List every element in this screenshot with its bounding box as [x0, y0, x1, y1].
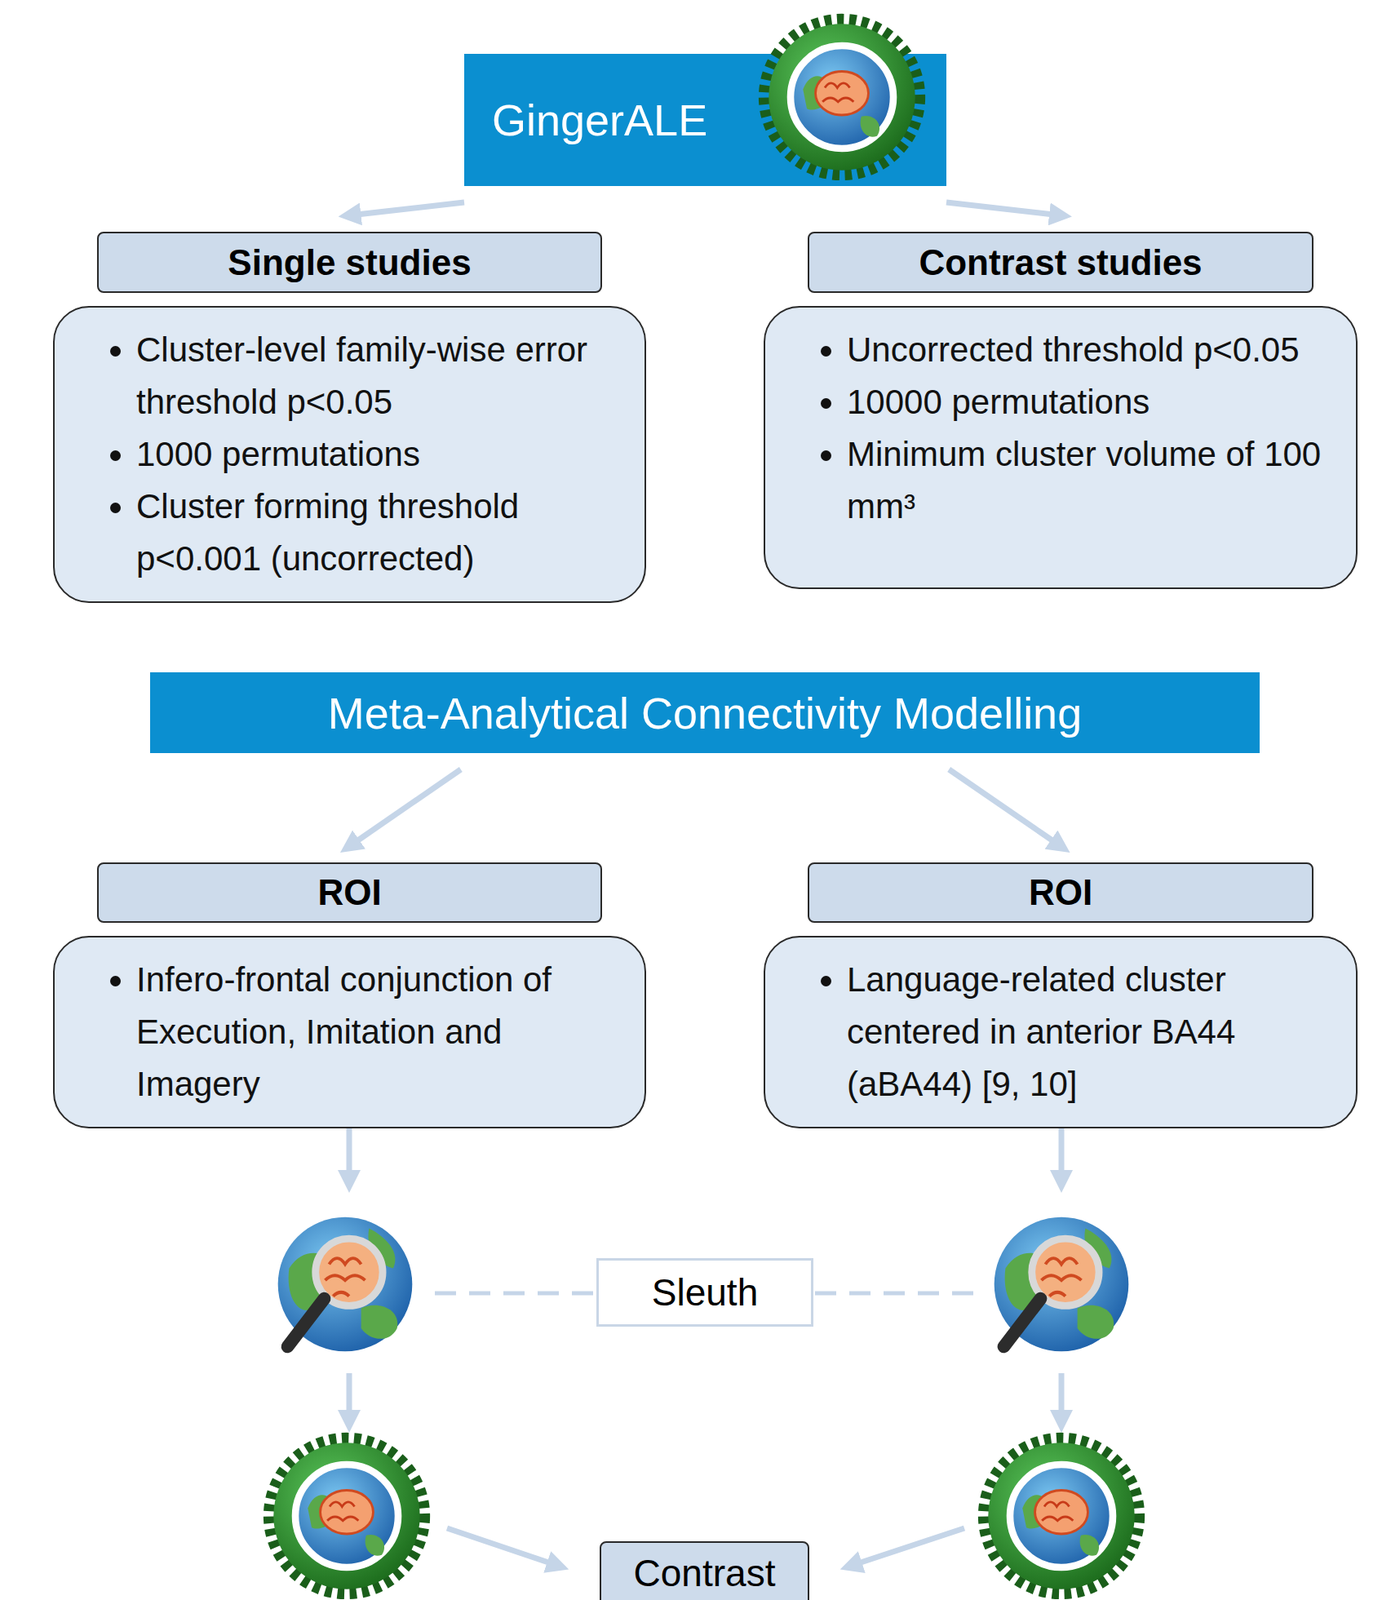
sleuth-icon — [994, 1217, 1130, 1352]
bullet-text: Cluster-level family-wise error threshol… — [136, 323, 621, 429]
node-label: GingerALE — [491, 94, 947, 146]
dashed-link — [434, 1291, 595, 1296]
bullet-list: Uncorrected threshold p<0.0510000 permut… — [765, 323, 1332, 533]
bullet-text: Language-related cluster centered in ant… — [846, 953, 1332, 1111]
bullet-text: Cluster forming threshold p<0.001 (uncor… — [136, 480, 621, 585]
gingerale-icon — [269, 1438, 426, 1595]
node-label: Single studies — [98, 242, 601, 284]
section-header: Single studies — [97, 231, 603, 293]
dashed-link — [815, 1291, 975, 1296]
sleuth-box: Sleuth — [596, 1258, 814, 1327]
gingerale-icon — [983, 1438, 1140, 1595]
node-label: Meta-Analytical Connectivity Modelling — [150, 687, 1260, 739]
tool-band: GingerALE — [464, 53, 947, 187]
flow-arrow — [1058, 1124, 1065, 1182]
sleuth-icon — [278, 1217, 413, 1352]
method-band: Meta-Analytical Connectivity Modelling — [150, 672, 1260, 754]
flow-arrow — [946, 202, 1061, 216]
section-header: Contrast studies — [807, 231, 1314, 293]
node-label: Contrast — [601, 1550, 808, 1595]
settings-box: Cluster-level family-wise error threshol… — [53, 305, 647, 603]
bullet-text: Minimum cluster volume of 100 mm³ — [846, 428, 1332, 533]
bullet-text: Infero-frontal conjunction of Execution,… — [136, 953, 621, 1111]
settings-box: Uncorrected threshold p<0.0510000 permut… — [763, 305, 1358, 590]
flow-arrow — [346, 1124, 353, 1182]
roi-header: ROI — [807, 862, 1314, 923]
bullet-list: Cluster-level family-wise error threshol… — [54, 323, 621, 585]
gingerale-icon — [756, 11, 928, 183]
bullet-list: Language-related cluster centered in ant… — [765, 953, 1332, 1111]
node-label: Sleuth — [598, 1270, 811, 1315]
flow-arrow — [850, 1528, 965, 1566]
roi-header: ROI — [97, 862, 603, 923]
flow-arrow — [346, 1373, 353, 1422]
flow-arrow — [447, 1528, 559, 1566]
bullet-list: Infero-frontal conjunction of Execution,… — [54, 953, 621, 1111]
bullet-text: 1000 permutations — [136, 428, 621, 481]
flow-arrow — [1058, 1373, 1065, 1422]
bullet-text: Uncorrected threshold p<0.05 — [846, 323, 1332, 377]
bullet-text: 10000 permutations — [846, 376, 1332, 429]
contrast-box: Contrast — [599, 1541, 810, 1600]
flow-arrow — [349, 202, 466, 216]
roi-box: Language-related cluster centered in ant… — [763, 935, 1358, 1129]
roi-box: Infero-frontal conjunction of Execution,… — [53, 935, 647, 1129]
flow-arrow — [948, 769, 1061, 847]
node-label: ROI — [809, 872, 1312, 913]
node-label: Contrast studies — [809, 242, 1312, 284]
node-label: ROI — [98, 872, 601, 913]
flow-arrow — [349, 769, 461, 847]
